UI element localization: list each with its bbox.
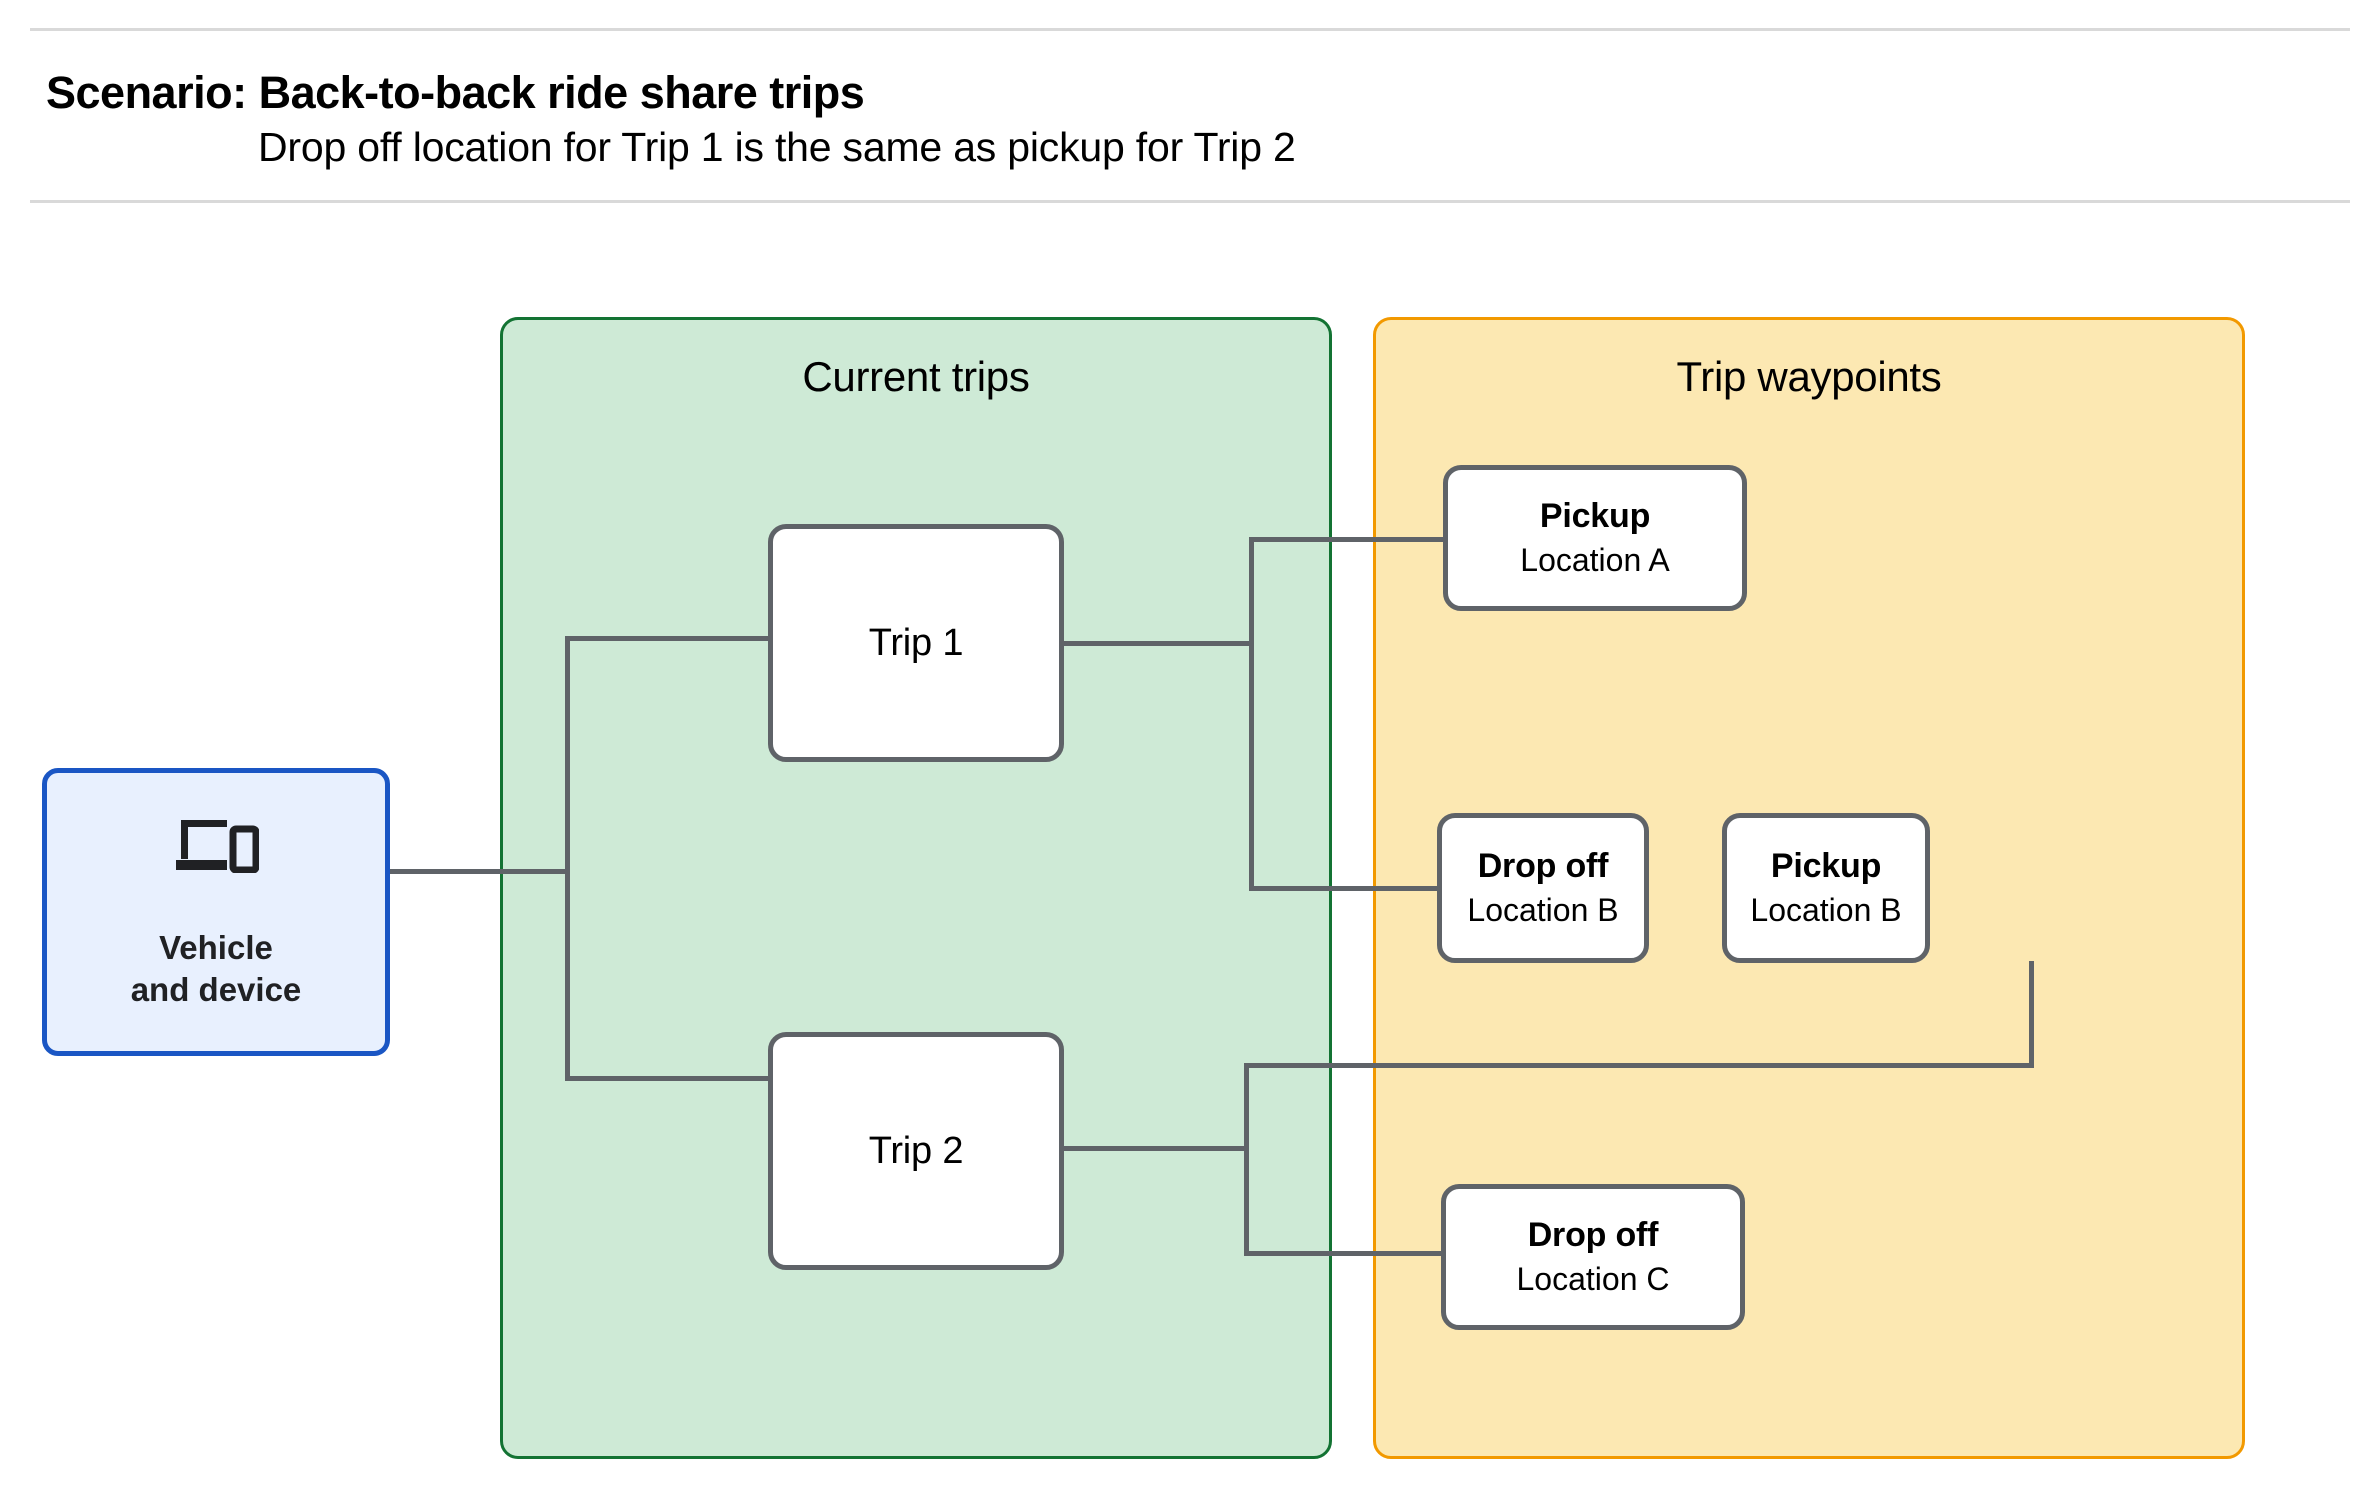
page-subtitle: Drop off location for Trip 1 is the same… bbox=[258, 124, 1296, 170]
waypoint-pickup-location-b[interactable]: Pickup Location B bbox=[1722, 813, 1930, 963]
waypoint-location-label: Location B bbox=[1467, 891, 1619, 928]
connector-trip-1-to-junction bbox=[1062, 641, 1254, 646]
waypoint-type-label: Pickup bbox=[1539, 497, 1651, 536]
waypoint-type-label: Drop off bbox=[1527, 1216, 1659, 1255]
connector-vehicle-to-trunk bbox=[390, 869, 570, 874]
connector-trip-2-to-pickup-b bbox=[1244, 1063, 2034, 1068]
header-divider-top bbox=[30, 28, 2350, 31]
connector-trip-1-to-dropoff-b bbox=[1249, 886, 1439, 891]
group-current-trips-title: Current trips bbox=[802, 353, 1030, 400]
connector-trunk-to-trip-2 bbox=[565, 1076, 770, 1081]
vehicle-and-device-label: Vehicle and device bbox=[130, 929, 302, 1008]
connector-trip-1-to-pickup-a bbox=[1249, 537, 1445, 542]
group-trip-waypoints-title: Trip waypoints bbox=[1676, 353, 1942, 400]
connector-trip-2-to-dropoff-c bbox=[1244, 1251, 1444, 1256]
waypoint-dropoff-location-c[interactable]: Drop off Location C bbox=[1441, 1184, 1745, 1330]
trip-1-label: Trip 1 bbox=[868, 621, 964, 664]
waypoint-location-label: Location C bbox=[1516, 1260, 1670, 1297]
devices-icon bbox=[173, 815, 260, 874]
connector-left-trunk bbox=[565, 636, 570, 1081]
waypoint-location-label: Location A bbox=[1520, 541, 1670, 578]
vehicle-and-device-node[interactable]: Vehicle and device bbox=[42, 768, 390, 1056]
waypoint-location-label: Location B bbox=[1750, 891, 1902, 928]
connector-pickup-b-drop bbox=[2029, 961, 2034, 1066]
header-divider-bottom bbox=[30, 200, 2350, 203]
waypoint-type-label: Pickup bbox=[1770, 847, 1882, 886]
connector-trip-1-junction-trunk bbox=[1249, 537, 1254, 891]
trip-2-node[interactable]: Trip 2 bbox=[768, 1032, 1064, 1270]
page-title: Scenario: Back-to-back ride share trips bbox=[46, 67, 865, 118]
connector-trip-2-to-junction bbox=[1062, 1146, 1248, 1151]
connector-trip-2-junction-trunk bbox=[1244, 1063, 1249, 1255]
waypoint-type-label: Drop off bbox=[1477, 847, 1609, 886]
connector-trunk-to-trip-1 bbox=[565, 636, 770, 641]
trip-1-node[interactable]: Trip 1 bbox=[768, 524, 1064, 762]
trip-2-label: Trip 2 bbox=[868, 1129, 964, 1172]
waypoint-dropoff-location-b[interactable]: Drop off Location B bbox=[1437, 813, 1649, 963]
waypoint-pickup-location-a[interactable]: Pickup Location A bbox=[1443, 465, 1747, 611]
group-current-trips: Current trips bbox=[500, 317, 1332, 1459]
